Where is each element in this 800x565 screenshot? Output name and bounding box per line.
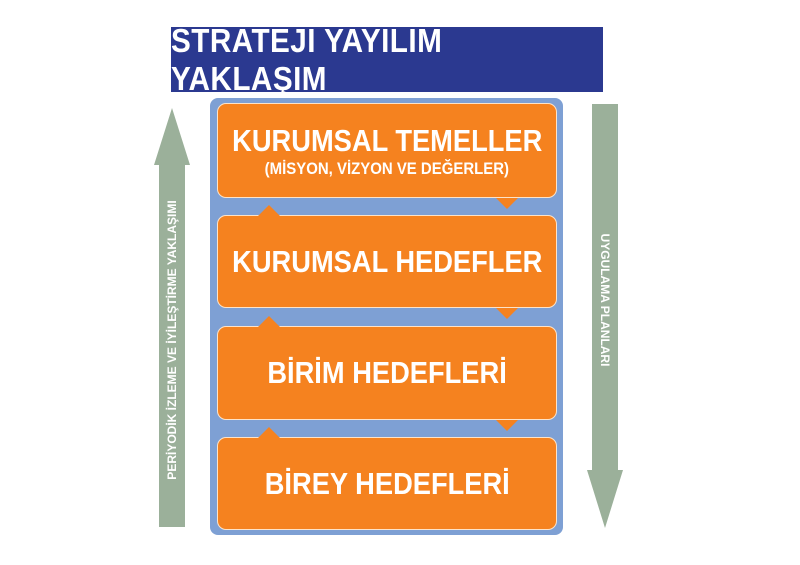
level-birey-hedefleri: BİREY HEDEFLERİ (217, 437, 557, 530)
down-pointer-icon (496, 198, 518, 209)
level-birim-hedefleri: BİRİM HEDEFLERİ (217, 326, 557, 420)
downward-arrow-icon (587, 104, 623, 528)
up-pointer-icon (258, 205, 280, 216)
level-title: BİREY HEDEFLERİ (264, 465, 510, 501)
left-arrow-label: PERİYODİK İZLEME VE İYİLEŞTİRME YAKLAŞIM… (165, 200, 179, 480)
upward-arrow-icon (154, 108, 190, 527)
right-arrow-label: UYGULAMA PLANLARI (598, 233, 612, 367)
level-kurumsal-hedefler: KURUMSAL HEDEFLER (217, 215, 557, 308)
down-pointer-icon (496, 420, 518, 431)
level-subtitle: (MİSYON, VİZYON VE DEĞERLER) (264, 158, 510, 178)
level-title: KURUMSAL TEMELLER (231, 122, 543, 158)
level-kurumsal-temeller: KURUMSAL TEMELLER (MİSYON, VİZYON VE DEĞ… (217, 103, 557, 198)
level-title: KURUMSAL HEDEFLER (231, 243, 543, 279)
up-pointer-icon (258, 427, 280, 438)
level-title: BİRİM HEDEFLERİ (267, 355, 507, 390)
title-banner: STRATEJİ YAYILIM YAKLAŞIM (171, 22, 603, 97)
up-pointer-icon (258, 316, 280, 327)
down-pointer-icon (496, 308, 518, 319)
title: STRATEJİ YAYILIM YAKLAŞIM (171, 21, 443, 97)
